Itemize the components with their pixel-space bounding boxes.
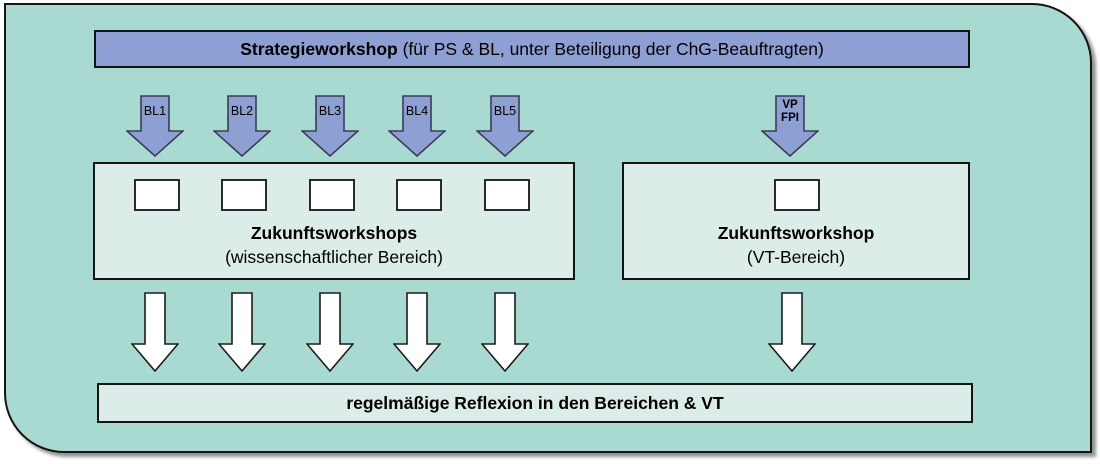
header-title-rest: (für PS & BL, unter Beteiligung der ChG-…	[397, 38, 824, 59]
arrow-down-bl1: BL1	[126, 95, 184, 157]
workshop-slot-box	[484, 179, 530, 211]
header-title-bold: Strategieworkshop	[240, 38, 398, 59]
arrow-down-white-vt	[768, 292, 816, 372]
arrow-label: BL2	[230, 104, 254, 118]
panel-text: Zukunftsworkshop (VT-Bereich)	[624, 221, 968, 269]
panel-title: Zukunftsworkshop	[717, 222, 875, 243]
arrow-down-bl5: BL5	[476, 95, 534, 157]
arrow-down-white-3	[306, 292, 354, 372]
arrow-down-white-4	[393, 292, 441, 372]
reflexion-bar-label: regelmäßige Reflexion in den Bereichen &…	[346, 392, 724, 413]
arrow-down-icon	[768, 292, 816, 372]
arrow-label: BL1	[143, 104, 167, 118]
arrow-down-bl3: BL3	[301, 95, 359, 157]
arrow-down-icon	[126, 95, 184, 157]
arrow-down-icon	[213, 95, 271, 157]
arrow-down-white-2	[218, 292, 266, 372]
arrow-down-bl4: BL4	[388, 95, 446, 157]
arrow-down-bl2: BL2	[213, 95, 271, 157]
arrow-label: BL3	[318, 104, 342, 118]
arrow-label: BL5	[493, 104, 517, 118]
zukunftsworkshop-vt-panel: Zukunftsworkshop (VT-Bereich)	[622, 162, 970, 280]
panel-subtitle: (VT-Bereich)	[746, 246, 846, 267]
workshop-slot-box	[396, 179, 442, 211]
arrow-down-vp-fpi: VP FPI	[761, 95, 819, 157]
arrow-label: BL4	[405, 104, 429, 118]
arrow-down-white-1	[131, 292, 179, 372]
workshop-slot-box	[221, 179, 267, 211]
arrow-down-icon	[306, 292, 354, 372]
arrow-down-icon	[218, 292, 266, 372]
panel-text: Zukunftsworkshops (wissenschaftlicher Be…	[95, 221, 573, 269]
arrow-down-icon	[131, 292, 179, 372]
workshop-slot-box	[134, 179, 180, 211]
arrow-down-icon	[388, 95, 446, 157]
panel-title: Zukunftsworkshops	[250, 222, 418, 243]
workshop-slot-box	[309, 179, 355, 211]
arrow-down-icon	[476, 95, 534, 157]
strategieworkshop-header: Strategieworkshop (für PS & BL, unter Be…	[94, 30, 970, 68]
arrow-down-white-5	[481, 292, 529, 372]
reflexion-bar: regelmäßige Reflexion in den Bereichen &…	[97, 383, 973, 423]
panel-subtitle: (wissenschaftlicher Bereich)	[225, 246, 443, 267]
arrow-down-icon	[301, 95, 359, 157]
arrow-down-icon	[761, 95, 819, 157]
arrow-label: VP FPI	[781, 99, 799, 125]
arrow-down-icon	[481, 292, 529, 372]
arrow-down-icon	[393, 292, 441, 372]
workshop-slot-box	[774, 179, 820, 211]
zukunftsworkshops-panel: Zukunftsworkshops (wissenschaftlicher Be…	[93, 162, 575, 280]
